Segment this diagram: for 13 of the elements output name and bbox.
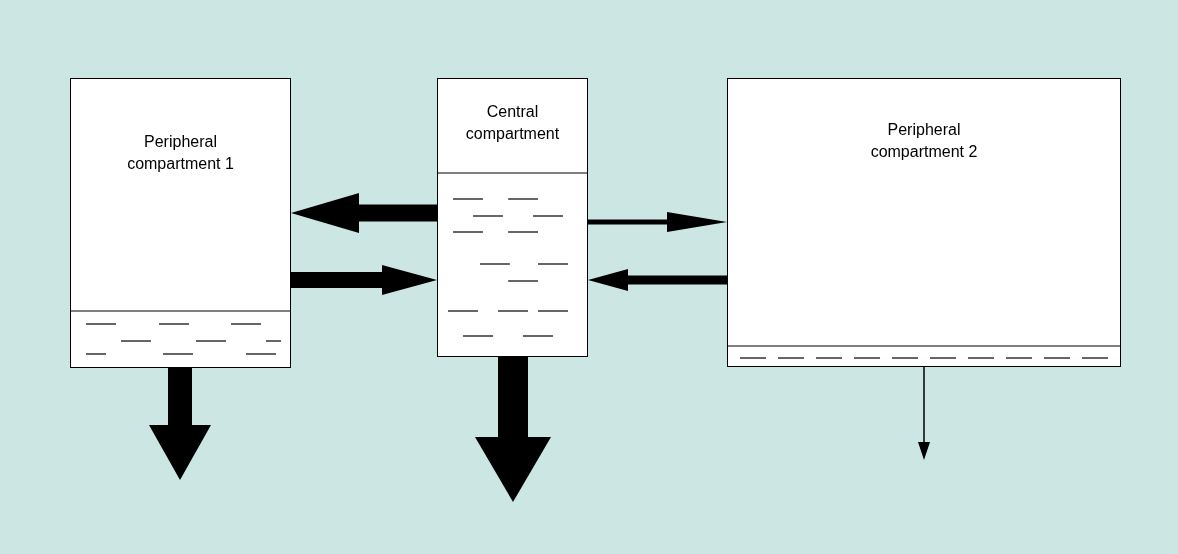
compartment-box xyxy=(727,78,1121,367)
compartment-label: Peripheral compartment 2 xyxy=(869,120,979,162)
flow-arrow xyxy=(588,212,727,232)
compartment-box xyxy=(70,78,291,368)
compartment-box xyxy=(437,78,588,357)
flow-arrow xyxy=(149,368,211,480)
flow-arrow xyxy=(588,269,727,291)
compartment-label: Peripheral compartment 1 xyxy=(126,132,235,174)
flow-arrow xyxy=(918,366,930,461)
flow-arrow xyxy=(475,357,551,502)
flow-arrow xyxy=(291,265,437,295)
compartment-label: Central compartment xyxy=(464,102,561,144)
flow-arrow xyxy=(291,193,437,233)
